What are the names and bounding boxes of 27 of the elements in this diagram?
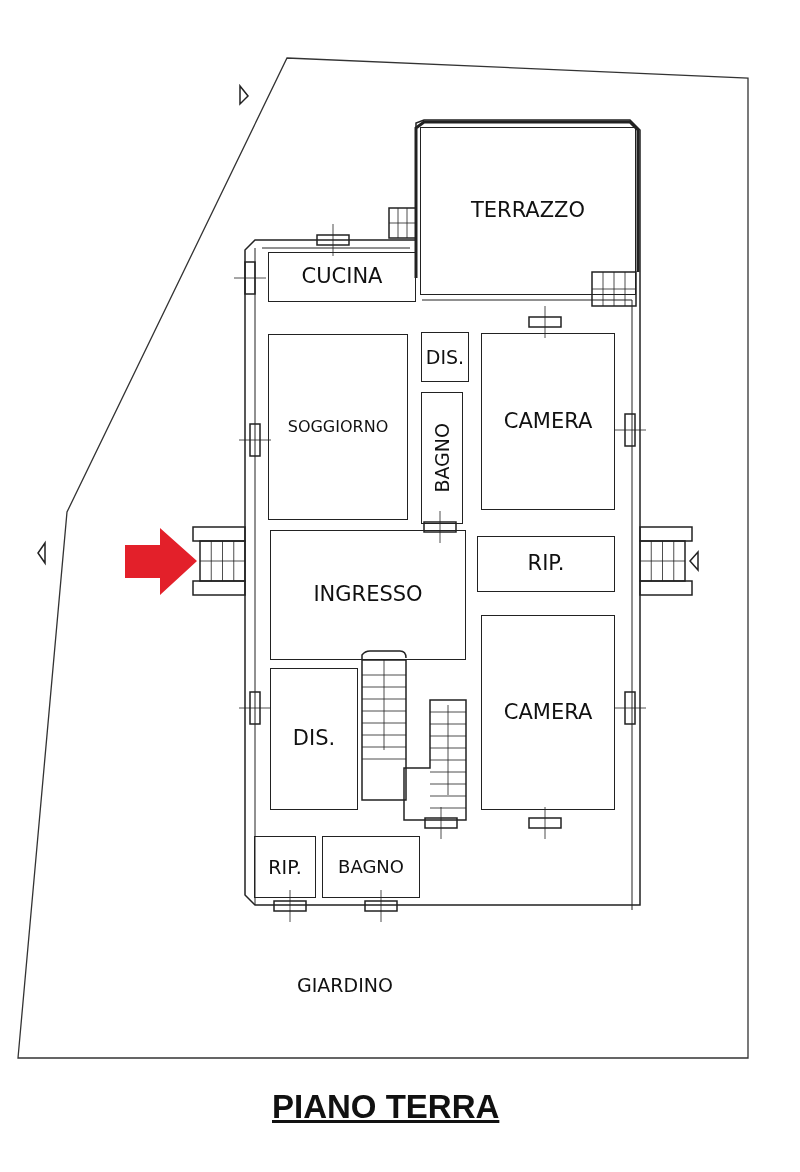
garden-plot	[18, 58, 748, 1058]
room-outline	[420, 127, 636, 295]
room-label: INGRESSO	[313, 583, 423, 607]
plan-title: PIANO TERRA	[272, 1088, 500, 1126]
room-label: CAMERA	[503, 700, 593, 725]
room-outline	[268, 334, 408, 520]
room-outline	[322, 836, 420, 898]
room-label: TERRAZZO	[470, 199, 586, 223]
room-outline	[477, 536, 615, 592]
room-label: BAGNO	[431, 423, 453, 493]
room-label: GIARDINO	[297, 975, 393, 996]
room-label: BAGNO	[338, 857, 404, 877]
room-outline	[421, 392, 463, 524]
room-outline	[481, 615, 615, 810]
room-label: CAMERA	[503, 409, 593, 434]
room-label: RIP.	[527, 552, 565, 576]
room-label: SOGGIORNO	[287, 418, 389, 436]
room-label: CUCINA	[301, 265, 383, 289]
room-label: DIS.	[292, 727, 336, 751]
room-outline	[481, 333, 615, 510]
room-outline	[270, 530, 466, 660]
room-label: RIP.	[268, 856, 302, 878]
room-outline	[268, 252, 416, 302]
room-outline	[254, 836, 316, 898]
room-outline	[421, 332, 469, 382]
room-label: DIS.	[425, 346, 465, 368]
room-outline	[270, 668, 358, 810]
